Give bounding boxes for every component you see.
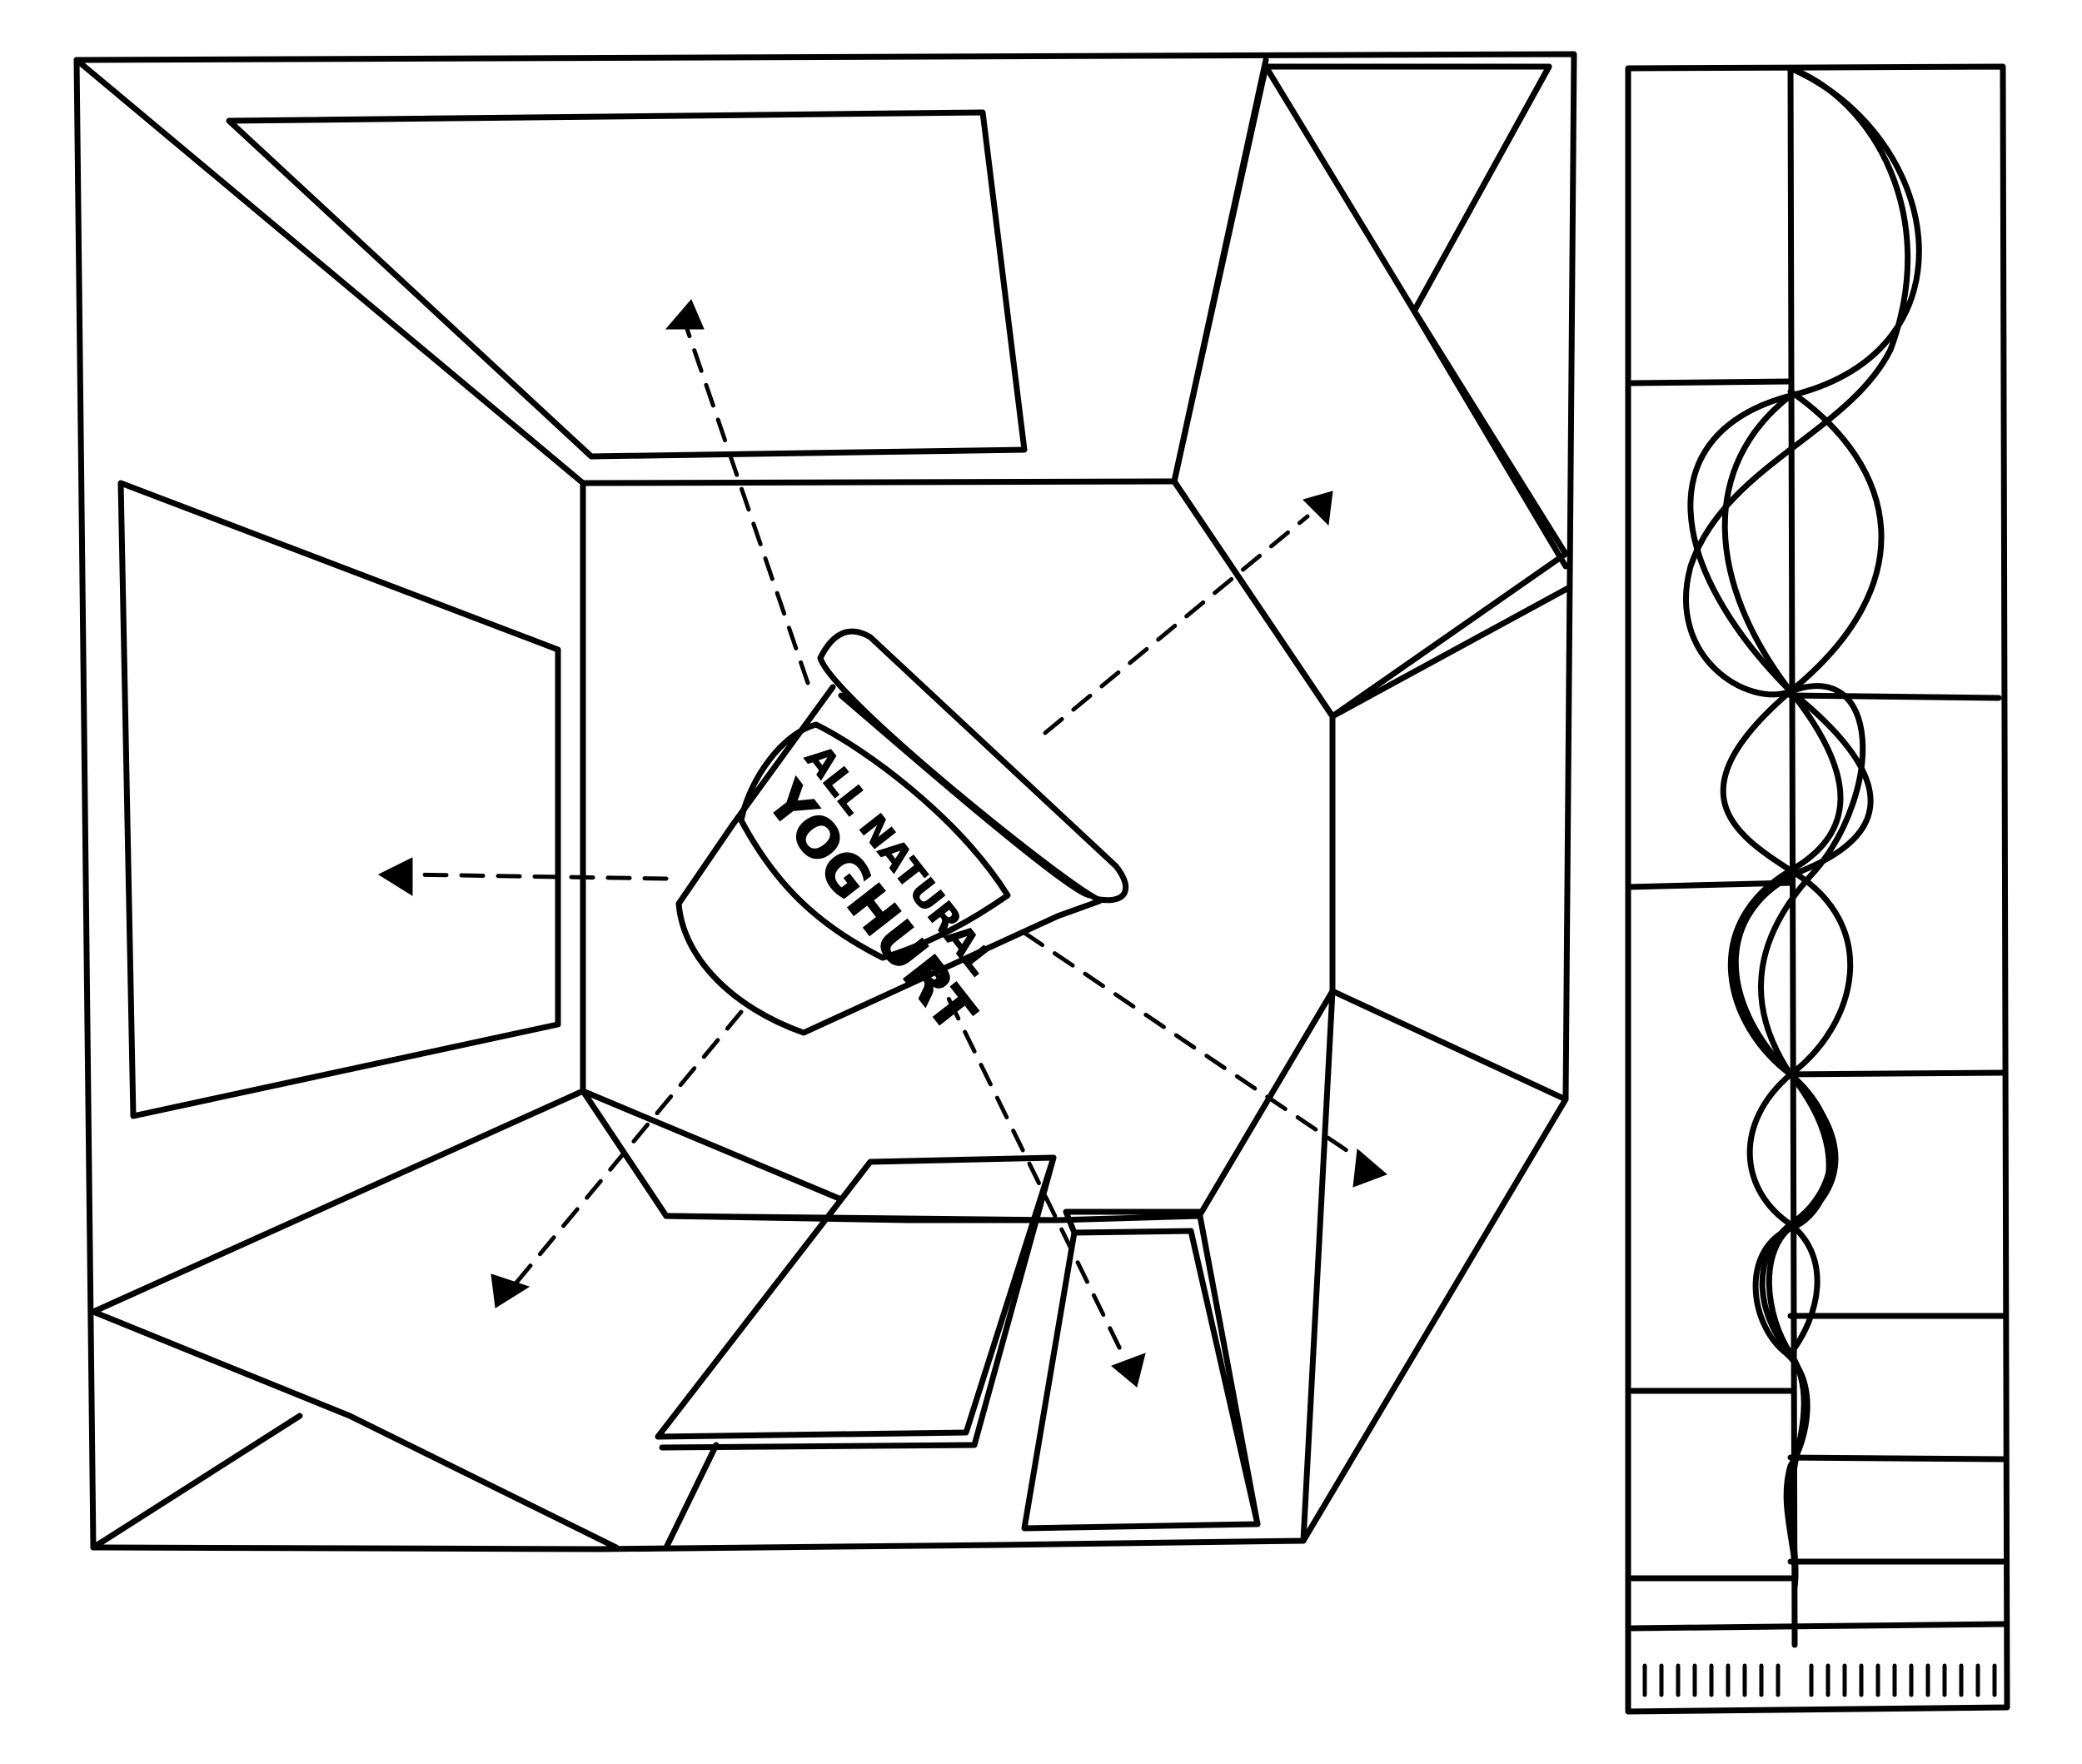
- arrowhead-icon: [665, 299, 705, 330]
- arrowhead-icon: [1302, 491, 1333, 526]
- floor-slab: [655, 1154, 1057, 1451]
- arrowhead-icon: [491, 1273, 530, 1308]
- left-wall-panel: [117, 480, 561, 1119]
- right-wall-panels: [1171, 63, 1569, 720]
- arrowhead-icon: [1111, 1353, 1146, 1388]
- arrowhead-icon: [1352, 1149, 1387, 1188]
- yoghurt-cup-icon: ALL NATURAL YOGHURT: [675, 628, 1129, 1044]
- floor-block: [1021, 1208, 1261, 1532]
- side-strip: [1625, 63, 2010, 1715]
- room-frame: [73, 51, 1577, 1552]
- motion-arrows: [377, 299, 1387, 1388]
- strip-fringe: [1642, 1663, 1997, 1697]
- arrowhead-icon: [377, 857, 413, 896]
- ceiling-panel: [226, 109, 1028, 460]
- back-wall: [580, 478, 1336, 1223]
- helix-icon: [1683, 65, 1922, 1590]
- floor-lines: [90, 1213, 1061, 1551]
